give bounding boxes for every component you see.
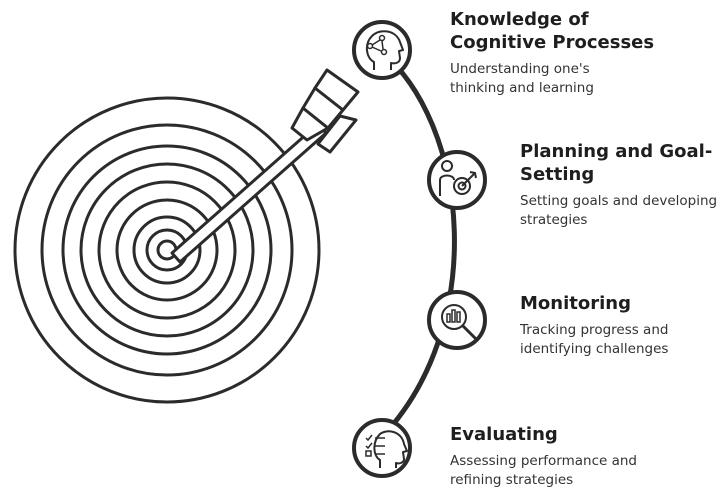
head-network-icon: [352, 20, 412, 80]
step-knowledge: Knowledge of Cognitive Processes Underst…: [450, 8, 710, 98]
magnifier-chart-icon: [427, 290, 487, 350]
step-monitoring: Monitoring Tracking progress and identif…: [520, 292, 720, 359]
step-title: Evaluating: [450, 424, 558, 445]
step-description: Assessing performance and refining strat…: [450, 453, 637, 488]
step-description: Understanding one's thinking and learnin…: [450, 61, 594, 96]
step-description: Tracking progress and identifying challe…: [520, 322, 669, 357]
step-evaluating: Evaluating Assessing performance and ref…: [450, 423, 710, 490]
step-title: Knowledge of Cognitive Processes: [450, 9, 655, 53]
person-target-icon: [427, 150, 487, 210]
step-description: Setting goals and developing strategies: [520, 193, 718, 228]
head-checklist-icon: [352, 418, 412, 478]
timeline-arc: [374, 45, 457, 445]
step-planning: Planning and Goal- Setting Setting goals…: [520, 140, 720, 230]
step-title: Planning and Goal- Setting: [520, 141, 713, 185]
step-title: Monitoring: [520, 293, 631, 314]
arrow-icon: [170, 68, 360, 264]
target-icon: [13, 96, 321, 404]
